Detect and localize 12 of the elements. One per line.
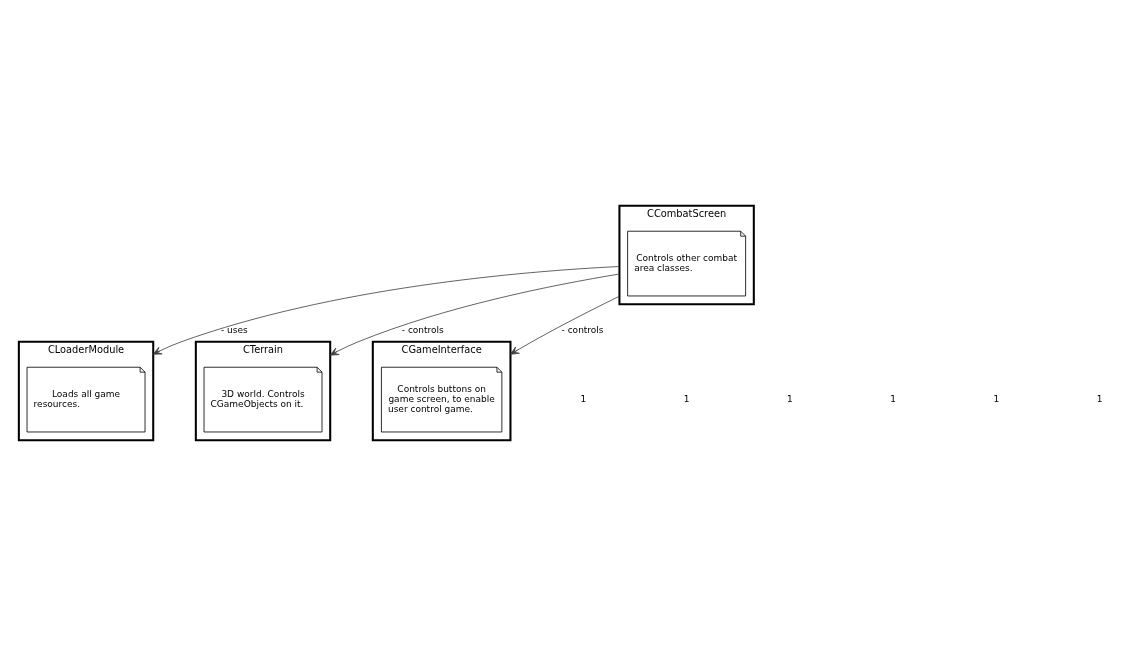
arrow	[329, 273, 620, 356]
arrow	[152, 266, 620, 355]
label: 1	[580, 393, 587, 404]
label: 1	[787, 393, 793, 404]
label: 1	[993, 393, 1000, 404]
edge-label: - uses	[220, 324, 248, 335]
label: 1	[1096, 393, 1103, 404]
arrow	[510, 295, 620, 355]
edge-label: - controls	[401, 324, 444, 335]
label: 1	[890, 393, 896, 404]
label: 1	[683, 393, 690, 404]
edge-label: - controls	[561, 324, 604, 335]
